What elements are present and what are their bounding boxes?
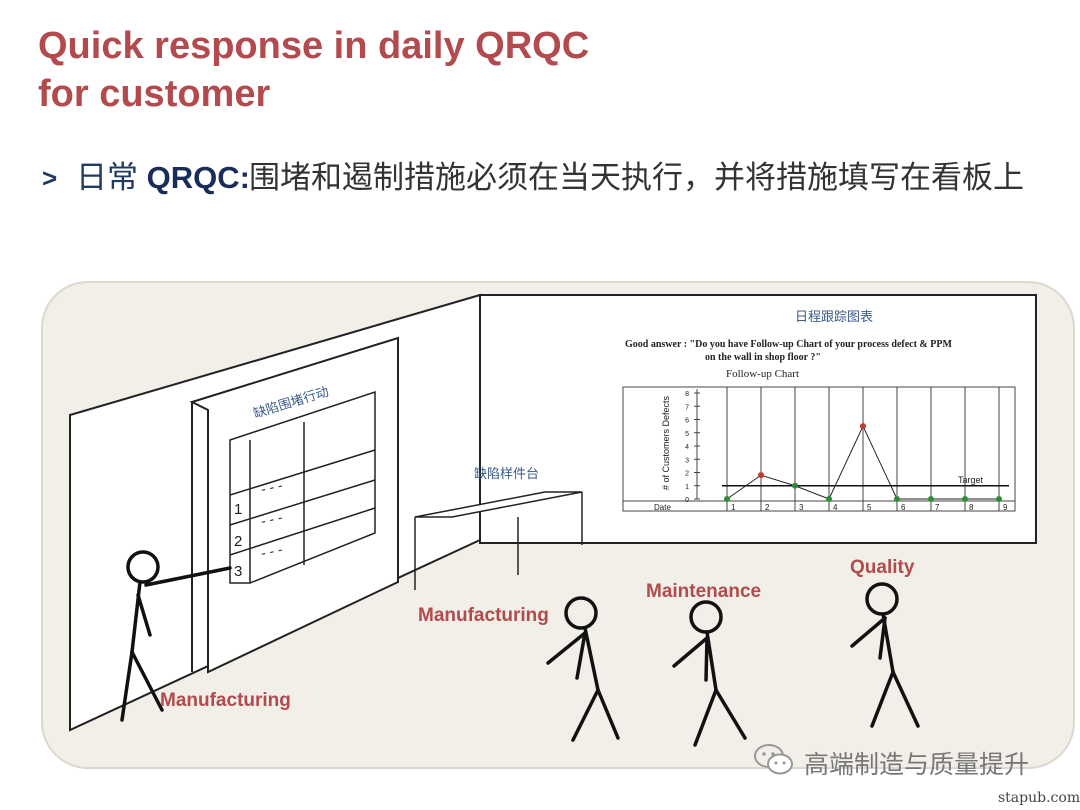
good-answer-line-2: on the wall in shop floor ?" <box>705 352 821 363</box>
person-pointing-head <box>126 550 160 584</box>
followup-data-point <box>792 482 798 489</box>
person-manufacturing-leg-2 <box>596 688 620 740</box>
followup-y-tick-label: 8 <box>685 391 689 398</box>
bullet-lead-bold: QRQC: <box>146 160 250 195</box>
person-maintenance <box>672 600 747 747</box>
followup-chart-title: Follow-up Chart <box>726 368 799 380</box>
person-manufacturing-head <box>564 596 598 630</box>
followup-y-tick-label: 2 <box>685 471 689 478</box>
board-dashes-2: - - - <box>259 509 284 529</box>
followup-y-tick-label: 1 <box>685 484 689 491</box>
board-grid <box>229 390 376 584</box>
followup-x-tick-label: 5 <box>867 503 872 512</box>
followup-x-tick-label: 1 <box>731 503 736 512</box>
wall-chart-title: 日程跟踪图表 <box>795 309 873 324</box>
followup-y-tick-label: 5 <box>685 431 689 438</box>
slide-title: Quick response in daily QRQC for custome… <box>38 22 589 118</box>
board-line-1 <box>229 449 376 496</box>
followup-x-tick-label: 7 <box>935 503 940 512</box>
followup-data-point <box>724 496 730 502</box>
followup-y-tick-label: 6 <box>685 418 689 425</box>
sample-table-label: 缺陷样件台 <box>474 466 539 481</box>
followup-y-tick-label: 3 <box>685 457 689 464</box>
board-dashes-3: - - - <box>259 541 284 561</box>
person-quality <box>850 582 920 728</box>
person-quality-arm-1 <box>850 616 887 648</box>
person-pointing-leg-1 <box>120 650 134 722</box>
followup-x-tick-label: 4 <box>833 503 838 512</box>
bullet-text: 围堵和遏制措施必须在当天执行，并将措施填写在看板上 <box>249 160 1024 196</box>
wechat-icon <box>754 744 793 775</box>
person-maintenance-leg-1 <box>693 688 718 747</box>
bullet-lead: 日常 QRQC: <box>76 158 250 198</box>
person-pointing-arm-extended <box>144 566 232 587</box>
person-pointing <box>120 550 232 722</box>
followup-target-label: Target <box>958 475 984 485</box>
followup-y-tick-label: 4 <box>685 444 689 451</box>
followup-y-tick-label: 7 <box>685 404 689 411</box>
person-manufacturing-arm-2 <box>575 631 587 680</box>
followup-data-point <box>928 496 934 502</box>
person-maintenance-arm-1 <box>672 636 709 668</box>
person-quality-leg-2 <box>891 670 920 728</box>
followup-y-tick-label: 0 <box>685 497 689 504</box>
board-dashes-1: - - - <box>259 477 284 497</box>
person-manufacturing <box>546 596 620 742</box>
followup-x-axis-label: Date <box>654 503 671 512</box>
followup-x-tick-label: 3 <box>799 503 804 512</box>
bullet-lead-prefix: 日常 <box>76 160 147 195</box>
followup-x-tick-label: 6 <box>901 503 906 512</box>
board-row-1: 1 <box>234 501 242 518</box>
person-maintenance-leg-2 <box>714 688 747 740</box>
person-quality-arm-2 <box>878 616 887 660</box>
followup-x-tick-label: 9 <box>1003 503 1008 512</box>
board-row-2: 2 <box>234 533 242 550</box>
label-manufacturing-left: Manufacturing <box>160 690 291 711</box>
label-manufacturing-mid: Manufacturing <box>418 605 549 626</box>
good-answer-line-1: Good answer : "Do you have Follow-up Cha… <box>625 339 952 350</box>
title-line-1: Quick response in daily QRQC <box>38 25 590 67</box>
followup-chart-frame <box>622 386 1016 512</box>
bullet-marker: > <box>42 163 58 193</box>
followup-data-point <box>962 496 968 502</box>
followup-x-tick-label: 8 <box>969 503 974 512</box>
person-maintenance-arm-2 <box>704 636 709 682</box>
shop-floor-illustration: 缺陷围堵行动 1 2 3 - - - - - - - - - 缺陷样件台 日程跟… <box>41 281 1075 769</box>
followup-data-point <box>758 472 764 479</box>
followup-data-point <box>826 496 832 502</box>
followup-y-axis-label: # of Customers Defects <box>661 395 671 490</box>
title-line-2: for customer <box>38 73 271 115</box>
board-row-3: 3 <box>234 563 242 580</box>
watermark-text: 高端制造与质量提升 <box>804 750 1030 779</box>
label-quality: Quality <box>850 557 915 578</box>
person-manufacturing-body <box>583 626 600 692</box>
person-manufacturing-arm-1 <box>546 631 587 665</box>
board-line-3 <box>229 507 376 556</box>
board-line-2 <box>229 479 376 526</box>
person-quality-leg-1 <box>870 670 895 728</box>
source-link[interactable]: stapub.com <box>998 790 1080 806</box>
followup-chart: # of Customers Defects Date Target 0 1 2 3 4… <box>622 386 1016 512</box>
followup-data-point <box>860 423 866 430</box>
person-pointing-arm-down <box>136 593 152 637</box>
person-manufacturing-leg-1 <box>571 688 600 742</box>
label-maintenance: Maintenance <box>646 581 761 602</box>
followup-data-point <box>996 496 1002 502</box>
person-pointing-leg-2 <box>130 650 164 712</box>
followup-x-tick-label: 2 <box>765 503 770 512</box>
followup-data-point <box>894 496 900 502</box>
